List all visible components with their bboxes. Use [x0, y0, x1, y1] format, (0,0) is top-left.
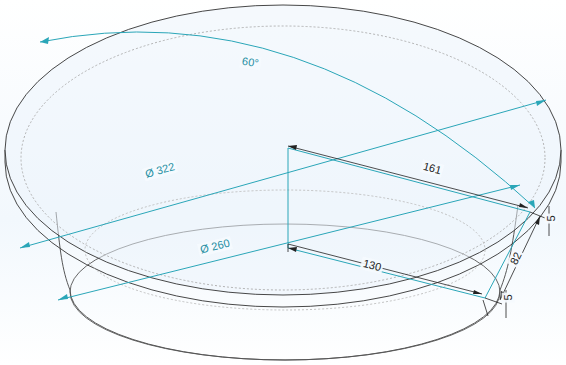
- angle-dimension: 60°: [239, 54, 261, 70]
- thickness-dimension: 5: [545, 213, 558, 223]
- thickness-dimension: 5: [502, 292, 515, 302]
